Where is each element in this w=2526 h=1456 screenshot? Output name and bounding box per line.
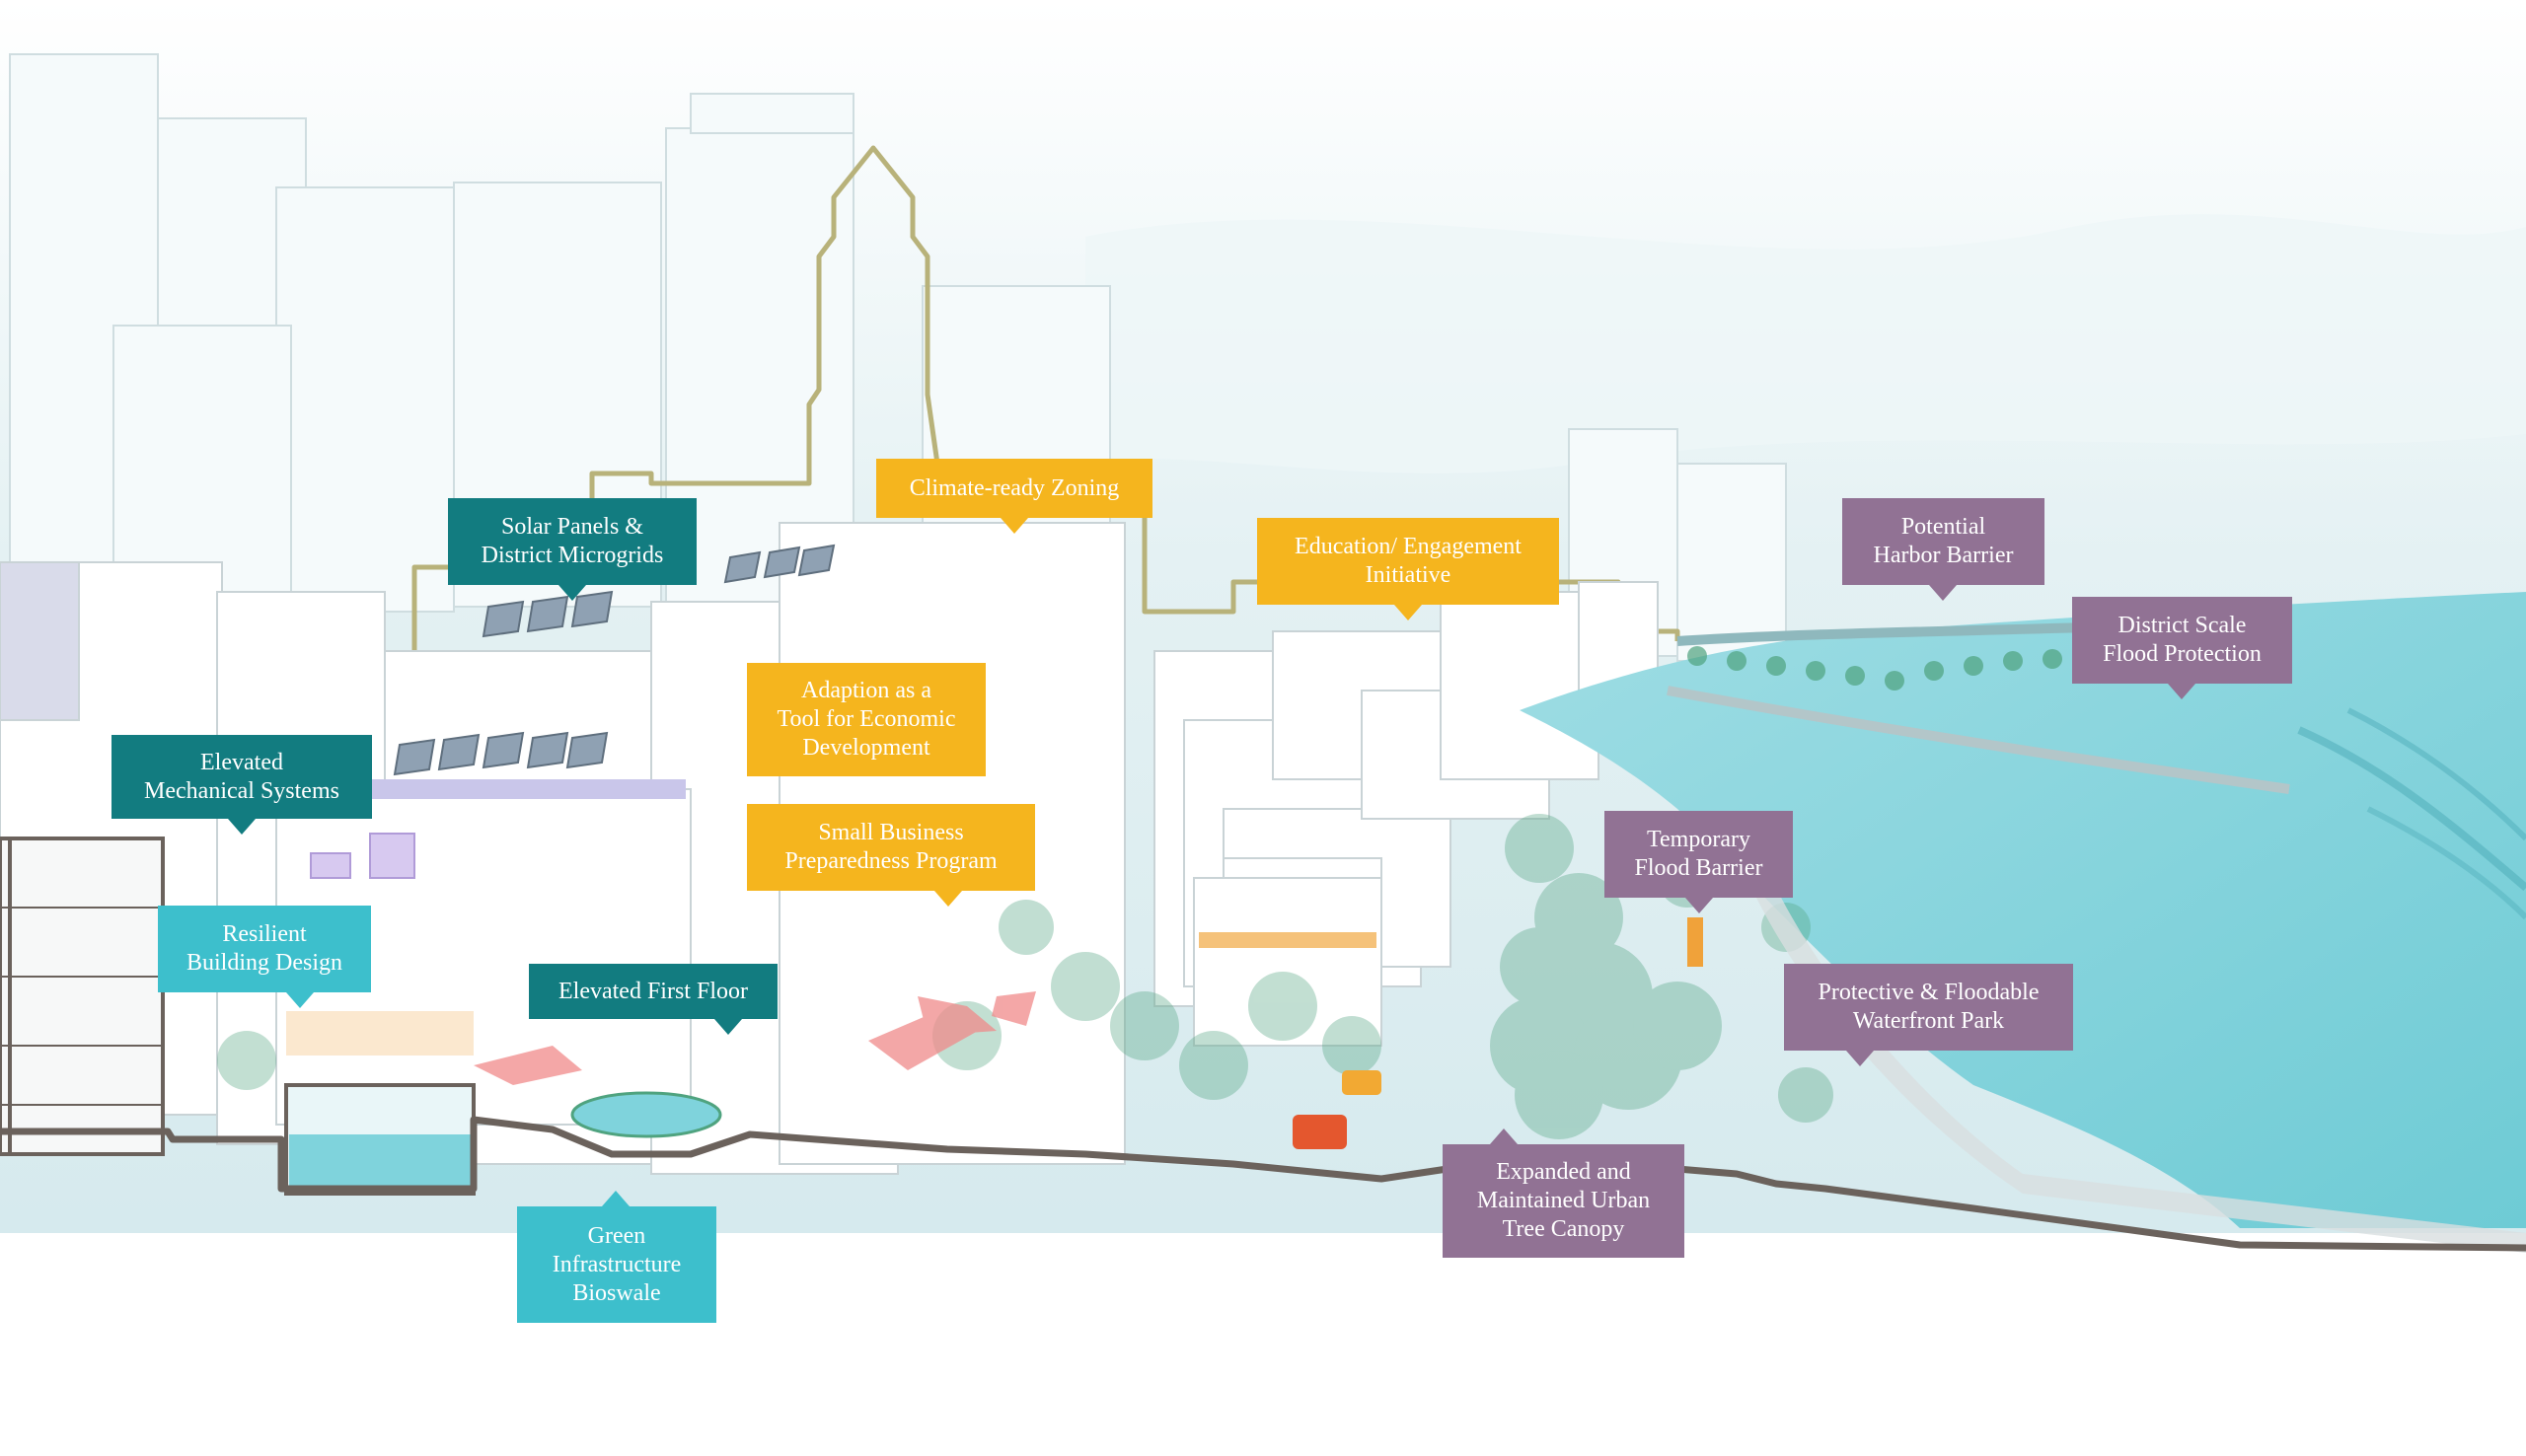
label-district-flood-text: District Scale Flood Protection <box>2103 613 2262 667</box>
label-green-infra-pointer <box>602 1191 630 1206</box>
mechanical-units <box>369 833 415 879</box>
label-education-pointer <box>1394 605 1422 620</box>
building-section <box>0 837 165 1156</box>
label-elevated-mech-text: Elevated Mechanical Systems <box>144 749 339 804</box>
label-temporary-barrier-pointer <box>1685 898 1713 913</box>
label-green-infra: Green Infrastructure Bioswale <box>517 1191 716 1323</box>
label-elevated-mech-pointer <box>228 819 256 835</box>
label-small-business-text: Small Business Preparedness Program <box>784 820 998 874</box>
label-urban-canopy-text: Expanded and Maintained Urban Tree Canop… <box>1476 1159 1651 1242</box>
ground-section-line <box>0 1116 2526 1252</box>
plaza-canopy <box>1199 932 1376 948</box>
label-small-business-pointer <box>934 891 962 907</box>
food-truck <box>1293 1115 1347 1149</box>
label-elevated-mech: Elevated Mechanical Systems <box>111 735 372 835</box>
label-harbor-barrier-pointer <box>1929 585 1957 601</box>
shade-sails <box>474 991 1036 1085</box>
water-ripple-3 <box>2366 806 2526 920</box>
harbor-water <box>1520 592 2526 1228</box>
label-small-business: Small Business Preparedness Program <box>747 804 1035 907</box>
tree-canopy <box>217 814 1833 1139</box>
temporary-barrier-post <box>1687 917 1703 967</box>
label-protective-park-text: Protective & Floodable Waterfront Park <box>1818 980 2040 1034</box>
label-education-text: Education/ Engagement Initiative <box>1295 534 1522 588</box>
basement-water <box>289 1134 471 1191</box>
label-adaption-pointer <box>731 706 745 734</box>
label-adaption: Adaption as a Tool for Economic Developm… <box>747 663 986 776</box>
label-resilient-building-pointer <box>286 992 314 1008</box>
label-harbor-barrier: Potential Harbor Barrier <box>1842 498 2044 601</box>
mechanical-units-2 <box>310 852 351 879</box>
label-elevated-floor-pointer <box>714 1019 742 1035</box>
label-climate-zoning-pointer <box>1001 518 1028 534</box>
label-protective-park: Protective & Floodable Waterfront Park <box>1784 964 2073 1066</box>
label-protective-park-pointer <box>1846 1051 1874 1066</box>
label-education: Education/ Engagement Initiative <box>1257 518 1559 620</box>
purple-facade <box>0 561 80 721</box>
label-solar-panels-text: Solar Panels & District Microgrids <box>481 514 664 568</box>
label-solar-panels: Solar Panels & District Microgrids <box>448 498 697 601</box>
district-flood-wall <box>1667 686 2290 794</box>
ground-fill <box>0 1253 2526 1456</box>
label-temporary-barrier-text: Temporary Flood Barrier <box>1634 827 1763 881</box>
label-climate-zoning-text: Climate-ready Zoning <box>909 474 1120 501</box>
label-adaption-text: Adaption as a Tool for Economic Developm… <box>777 678 956 761</box>
water-ripple-1 <box>2297 726 2526 892</box>
label-solar-panels-pointer <box>558 585 586 601</box>
water-ripple-2 <box>2346 707 2526 841</box>
background-skyline <box>9 53 1787 662</box>
waterfront-trees <box>1687 646 2062 691</box>
label-resilient-building: Resilient Building Design <box>158 906 371 1008</box>
solar-panels <box>393 544 836 776</box>
label-climate-zoning: Climate-ready Zoning <box>876 459 1152 534</box>
label-elevated-floor: Elevated First Floor <box>529 964 778 1035</box>
label-temporary-barrier: Temporary Flood Barrier <box>1604 811 1793 913</box>
label-green-infra-text: Green Infrastructure Bioswale <box>552 1222 682 1306</box>
label-urban-canopy: Expanded and Maintained Urban Tree Canop… <box>1443 1128 1684 1258</box>
elevated-floor-band <box>286 1011 474 1056</box>
label-district-flood-pointer <box>2168 684 2195 699</box>
roof-deck <box>355 779 686 799</box>
label-urban-canopy-pointer <box>1490 1128 1518 1144</box>
label-elevated-floor-text: Elevated First Floor <box>558 978 748 1004</box>
cloud-band <box>1085 214 2526 473</box>
bioswale-pond <box>570 1091 722 1138</box>
label-district-flood: District Scale Flood Protection <box>2072 597 2292 699</box>
food-truck-2 <box>1342 1070 1381 1095</box>
label-resilient-building-text: Resilient Building Design <box>186 921 342 976</box>
label-harbor-barrier-text: Potential Harbor Barrier <box>1873 514 2014 568</box>
